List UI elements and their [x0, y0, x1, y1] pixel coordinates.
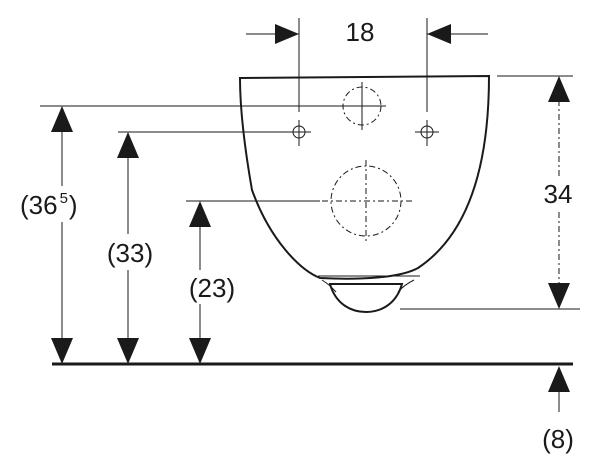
dim-365-close: ) [69, 190, 78, 220]
dim-23-label: (23) [189, 273, 235, 303]
outlet-spigot [328, 283, 404, 314]
dim-34-arrow-top [548, 76, 570, 102]
bowl-outline [238, 74, 491, 280]
dim-34-arrow-bottom [548, 283, 570, 309]
dim-33-label: (33) [107, 238, 153, 268]
dim-365-label-bg [18, 186, 98, 222]
dim-34-label: 34 [544, 179, 573, 209]
dim-23-label-bg [180, 270, 244, 304]
dim-18-arrow-right [427, 24, 451, 44]
dim-33-label-bg [99, 234, 161, 270]
dim-365-base: (36 [20, 190, 58, 220]
dim-18-arrow-left [275, 24, 299, 44]
dim-365-sup: 5 [60, 190, 68, 207]
dim-365-arrow-top [51, 106, 73, 132]
dim-33-arrow-bottom [117, 338, 139, 364]
dim-18-label: 18 [346, 17, 375, 47]
outlet-rim [321, 279, 415, 293]
dim-23-arrow-top [189, 201, 211, 227]
dim-33-arrow-top [117, 132, 139, 158]
dim-23-arrow-bottom [189, 338, 211, 364]
dim-365-arrow-bottom [51, 338, 73, 364]
dim-8-label: (8) [542, 424, 574, 454]
dim-8-arrow [548, 366, 570, 392]
dim-34-label-bg [536, 176, 582, 210]
